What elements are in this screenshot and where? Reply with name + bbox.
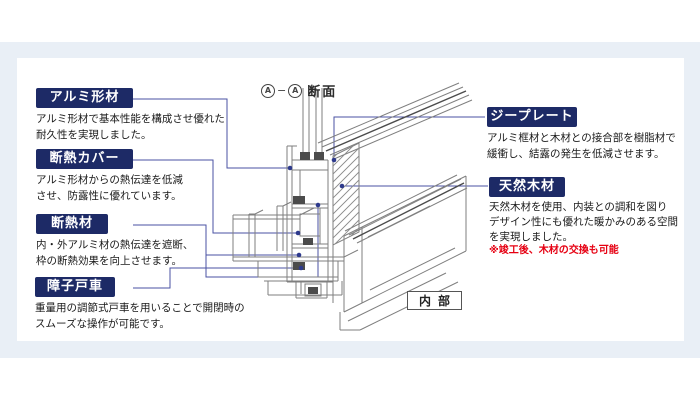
section-label: A − A 断面: [261, 81, 337, 100]
callout-desc-g-plate: アルミ框材と木材との接合部を樹脂材で 緩衝し、結露の発生を低減させます。: [487, 132, 676, 160]
callout-title-sash-roller: 障子戸車: [35, 277, 115, 297]
callout-desc-insulation-material: 内・外アルミ材の熱伝達を遮断、 枠の断熱効果を向上させます。: [36, 239, 194, 267]
section-marker-a-right: A: [288, 83, 303, 98]
section-dash: −: [277, 84, 287, 97]
section-marker-a-left: A: [261, 83, 275, 98]
callout-title-g-plate: ジープレート: [487, 107, 577, 127]
interior-label-box: 内部: [407, 291, 462, 310]
callout-title-natural-wood: 天然木材: [489, 177, 565, 197]
callout-title-insulation-cover: 断熱カバー: [36, 149, 133, 169]
callout-desc-insulation-cover: アルミ形材からの熱伝達を低減 させ、防露性に優れています。: [36, 174, 183, 202]
callout-desc-aluminum-profile: アルミ形材で基本性能を構成させ優れた 耐久性を実現しました。: [36, 113, 225, 141]
callout-title-aluminum-profile: アルミ形材: [36, 88, 133, 108]
callout-title-insulation-material: 断熱材: [36, 214, 108, 234]
callout-desc-natural-wood: 天然木材を使用、内装との調和を図り デザイン性にも優れた暖かみのある空間 を実現…: [489, 201, 678, 243]
callout-note-natural-wood: ※竣工後、木材の交換も可能: [489, 245, 619, 256]
callout-desc-sash-roller: 重量用の調節式戸車を用いることで開閉時の スムーズな操作が可能です。: [35, 302, 245, 330]
section-text: 断面: [307, 85, 338, 100]
